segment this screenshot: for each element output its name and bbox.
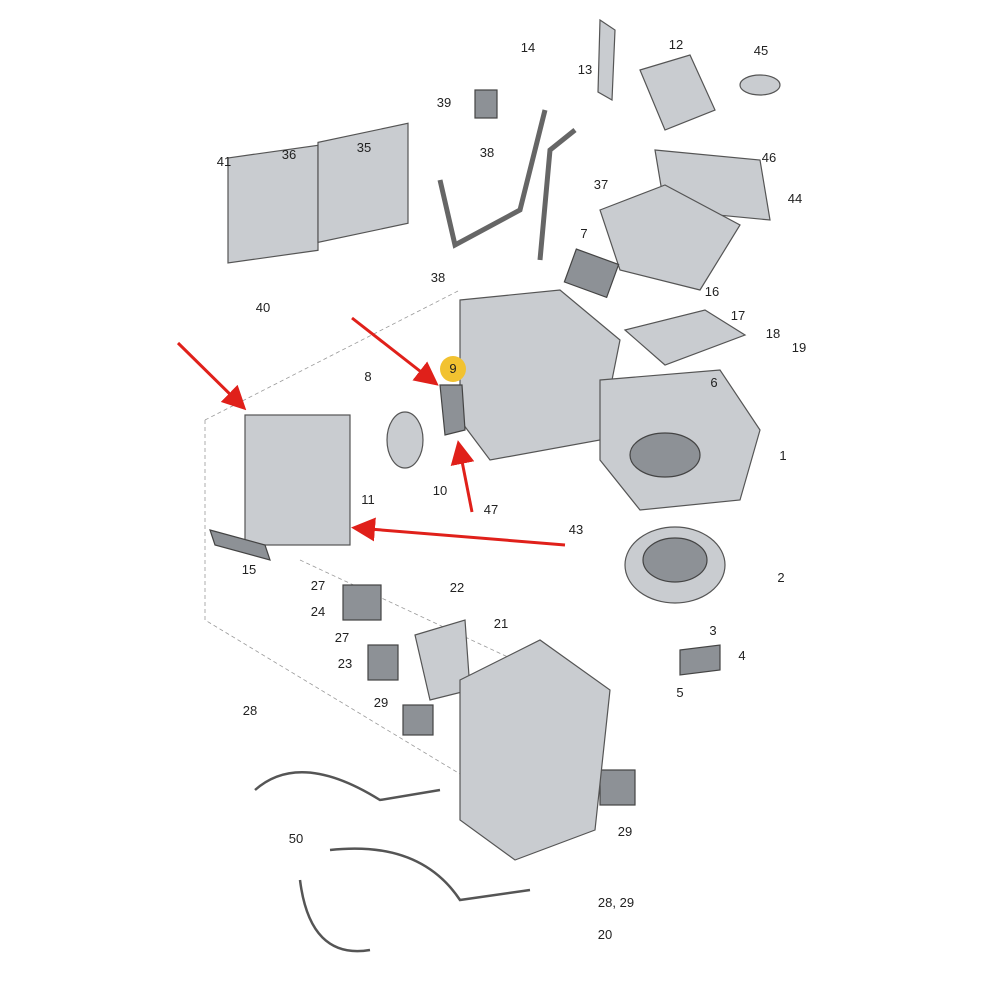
part-label-6: 6 <box>710 375 717 390</box>
part-label-14: 14 <box>521 40 535 55</box>
part-label-8: 8 <box>364 369 371 384</box>
part-heater-core <box>244 414 351 546</box>
part-label-28: 28 <box>243 703 257 718</box>
part-6-filter <box>623 309 747 366</box>
arrow-to-part-9-top <box>351 316 439 386</box>
part-label-50: 50 <box>289 831 303 846</box>
part-label-20: 20 <box>598 927 612 942</box>
part-16-housing <box>599 184 741 291</box>
part-label-27: 27 <box>335 630 349 645</box>
part-label-38: 38 <box>431 270 445 285</box>
part-label-21: 21 <box>494 616 508 631</box>
part-label-5: 5 <box>676 685 683 700</box>
part-50-wiring-harness <box>254 770 531 953</box>
part-12-seal <box>639 54 716 131</box>
part-label-3: 3 <box>709 623 716 638</box>
part-label-10: 10 <box>433 483 447 498</box>
part-7 <box>563 248 620 299</box>
part-23 <box>367 644 399 681</box>
highlight-part-9 <box>440 356 466 382</box>
part-45 <box>739 74 781 96</box>
part-2-fan <box>642 537 708 583</box>
part-label-7: 7 <box>580 226 587 241</box>
part-29 <box>402 704 434 736</box>
part-label-27: 27 <box>311 578 325 593</box>
part-label-35: 35 <box>357 140 371 155</box>
part-13 <box>597 18 616 102</box>
part-label-40: 40 <box>256 300 270 315</box>
part-label-15: 15 <box>242 562 256 577</box>
part-40-evaporator-frame <box>227 144 319 264</box>
part-15 <box>209 529 271 561</box>
part-9 <box>439 384 466 436</box>
part-label-29: 29 <box>374 695 388 710</box>
part-label-28-29: 28, 29 <box>598 895 634 910</box>
part-label-1: 1 <box>779 448 786 463</box>
part-label-19: 19 <box>792 340 806 355</box>
part-37-pipes <box>437 109 577 261</box>
part-label-47: 47 <box>484 502 498 517</box>
part-label-13: 13 <box>578 62 592 77</box>
part-label-4: 4 <box>738 648 745 663</box>
part-24 <box>342 584 382 621</box>
part-label-18: 18 <box>766 326 780 341</box>
arrow-to-heater-core <box>176 341 247 411</box>
part-20-lower-housing <box>459 639 611 861</box>
part-label-17: 17 <box>731 308 745 323</box>
part-label-37: 37 <box>594 177 608 192</box>
part-label-23: 23 <box>338 656 352 671</box>
part-35-evaporator <box>317 122 409 244</box>
part-4 <box>679 644 721 676</box>
part-label-44: 44 <box>788 191 802 206</box>
part-39 <box>474 89 498 119</box>
part-label-45: 45 <box>754 43 768 58</box>
part-label-29: 29 <box>618 824 632 839</box>
part-label-38: 38 <box>480 145 494 160</box>
part-29-b <box>599 769 636 806</box>
part-label-39: 39 <box>437 95 451 110</box>
part-label-22: 22 <box>450 580 464 595</box>
part-label-16: 16 <box>705 284 719 299</box>
arrow-to-part-9-bottom <box>450 440 475 513</box>
callout-arrows <box>176 316 566 547</box>
part-label-46: 46 <box>762 150 776 165</box>
part-1-blower-opening <box>629 432 701 478</box>
part-label-11: 11 <box>361 492 375 507</box>
part-label-41: 41 <box>217 154 231 169</box>
arrow-to-heater-core-side <box>351 517 566 547</box>
part-label-9: 9 <box>449 361 456 376</box>
part-label-43: 43 <box>569 522 583 537</box>
part-label-12: 12 <box>669 37 683 52</box>
part-label-24: 24 <box>311 604 325 619</box>
part-8-flange <box>386 411 424 469</box>
part-label-2: 2 <box>777 570 784 585</box>
part-upper-housing <box>459 289 621 461</box>
part-label-36: 36 <box>282 147 296 162</box>
part-shapes <box>209 18 781 953</box>
